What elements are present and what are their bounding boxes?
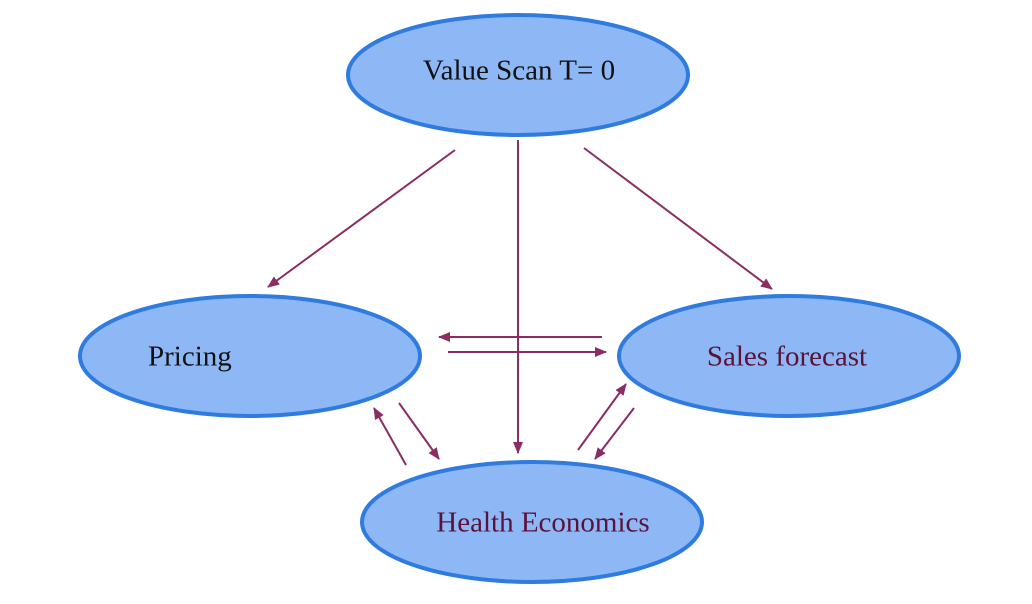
node-pricing: Pricing <box>78 294 422 418</box>
node-value-scan: Value Scan T= 0 <box>346 13 690 137</box>
node-value-scan-label: Value Scan T= 0 <box>423 55 615 87</box>
node-sales-forecast: Sales forecast <box>617 294 961 418</box>
node-sales-forecast-label: Sales forecast <box>707 341 867 373</box>
edge-health-economics-to-pricing <box>373 407 407 466</box>
node-health-economics-label: Health Economics <box>436 507 649 539</box>
node-health-economics: Health Economics <box>360 460 704 584</box>
edge-pricing-to-health-economics <box>398 402 440 460</box>
edges <box>267 140 773 466</box>
node-value-scan-shape <box>346 13 690 137</box>
node-pricing-label: Pricing <box>148 341 232 373</box>
edge-value-scan-to-sales-forecast <box>583 147 773 290</box>
edge-health-economics-to-sales-forecast <box>577 383 627 451</box>
node-health-economics-shape <box>360 460 704 584</box>
edge-value-scan-to-pricing <box>267 149 456 288</box>
node-sales-forecast-shape <box>617 294 961 418</box>
node-pricing-shape <box>78 294 422 418</box>
edge-sales-forecast-to-health-economics <box>594 407 635 460</box>
